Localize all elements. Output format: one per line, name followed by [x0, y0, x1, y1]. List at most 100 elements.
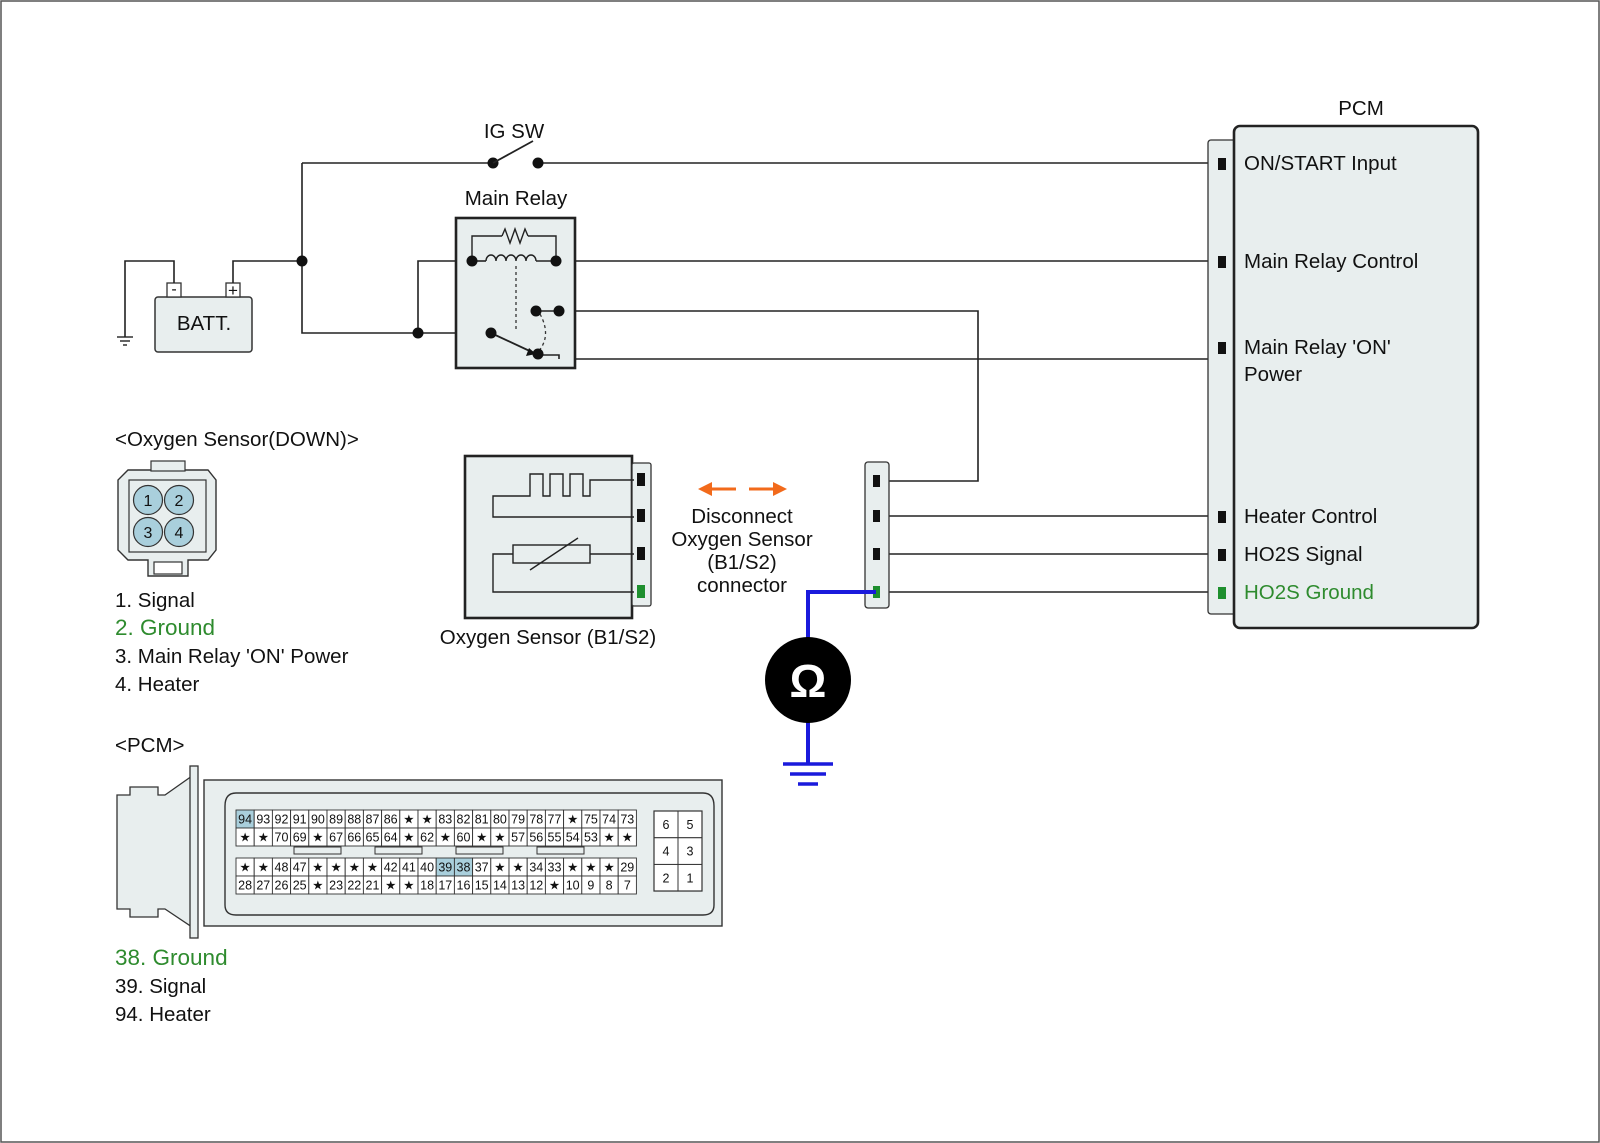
- pcm-terminal-pin[interactable]: [1218, 511, 1226, 523]
- disconnect-line: Disconnect: [691, 505, 793, 528]
- pcm-pin-number: ★: [585, 861, 596, 875]
- pcm-terminal-label: HO2S Signal: [1244, 543, 1363, 566]
- pcm-connector-view: <PCM>: [115, 734, 723, 939]
- pcm-side-pin-number: 4: [663, 845, 670, 859]
- pcm-pin-number: ★: [440, 831, 451, 845]
- pcm-pin-number: 54: [566, 831, 580, 845]
- pcm-pin-number: 93: [256, 813, 270, 827]
- ig-switch[interactable]: IG SW: [484, 120, 545, 169]
- pcm-terminal-pin[interactable]: [1218, 587, 1226, 599]
- pcm-pin-number: 80: [493, 813, 507, 827]
- legend-item: 4. Heater: [115, 673, 199, 696]
- pcm-pin-number: ★: [403, 879, 414, 893]
- oxygen-sensor-pin[interactable]: [637, 585, 645, 598]
- pcm-pin-number: 89: [329, 813, 343, 827]
- pcm-pin-number: 81: [475, 813, 489, 827]
- pcm-pin-number: ★: [421, 813, 432, 827]
- o2-pin-number: 3: [144, 525, 153, 542]
- o2-connector-title: <Oxygen Sensor(DOWN)>: [115, 428, 359, 451]
- pcm-terminal-pin[interactable]: [1218, 256, 1226, 268]
- pcm-pin-cell: [617, 875, 637, 895]
- pcm-pin-number: 82: [457, 813, 471, 827]
- pcm-terminal-pin[interactable]: [1218, 158, 1226, 170]
- pcm-pin-number: 18: [420, 879, 434, 893]
- ig-switch-label: IG SW: [484, 120, 545, 143]
- pcm-pin-number: ★: [567, 861, 578, 875]
- pcm-pin-number: 92: [275, 813, 289, 827]
- pcm-pin-number: 88: [347, 813, 361, 827]
- pcm-pin-number: 38: [457, 861, 471, 875]
- pcm-pin-number: 21: [366, 879, 380, 893]
- pcm-pin-number: 40: [420, 861, 434, 875]
- battery: BATT. - +: [154, 281, 253, 353]
- pcm-pin-number: ★: [567, 813, 578, 827]
- pcm-terminal-pin[interactable]: [1218, 342, 1226, 354]
- pcm-pin-number: 64: [384, 831, 398, 845]
- oxygen-sensor-pin[interactable]: [637, 509, 645, 522]
- pcm-pin-number: ★: [512, 861, 523, 875]
- legend-item: 2. Ground: [115, 615, 215, 640]
- pcm-pin-number: 53: [584, 831, 598, 845]
- oxygen-sensor-pin[interactable]: [637, 473, 645, 486]
- battery-label: BATT.: [177, 312, 231, 335]
- pcm-pin-number: 67: [329, 831, 343, 845]
- legend-item: 1. Signal: [115, 589, 195, 612]
- pcm-pin-number: 91: [293, 813, 307, 827]
- pcm-pin-number: 48: [275, 861, 289, 875]
- oxygen-sensor-pin[interactable]: [637, 547, 645, 560]
- pcm-pin-number: 28: [238, 879, 252, 893]
- pcm-pin-number: 22: [347, 879, 361, 893]
- harness-pin[interactable]: [873, 548, 880, 560]
- pcm-pin-number: 73: [620, 813, 634, 827]
- pcm-pin-number: 70: [275, 831, 289, 845]
- pcm-pin-number: ★: [476, 831, 487, 845]
- pcm-pin-number: 90: [311, 813, 325, 827]
- pcm-pin-number: 33: [548, 861, 562, 875]
- disconnect-line: (B1/S2): [707, 551, 777, 574]
- pcm-pin-number: 47: [293, 861, 307, 875]
- pcm-pin-number: 29: [620, 861, 634, 875]
- pcm-terminal-label: HO2S Ground: [1244, 581, 1374, 604]
- pcm-terminal-label: Heater Control: [1244, 505, 1377, 528]
- main-relay-label: Main Relay: [465, 187, 568, 210]
- pcm-pin-number: ★: [330, 861, 341, 875]
- pcm-pin-number: 66: [347, 831, 361, 845]
- pcm-pin-number: 7: [624, 879, 631, 893]
- legend-item: 94. Heater: [115, 1003, 211, 1026]
- pcm-pin-number: 65: [366, 831, 380, 845]
- pcm-terminal-pin[interactable]: [1218, 549, 1226, 561]
- pcm-pin-number: 69: [293, 831, 307, 845]
- ohmmeter: Ω: [765, 590, 876, 786]
- pcm-pin-number: 16: [457, 879, 471, 893]
- o2-pin: [163, 516, 195, 548]
- ohm-symbol: Ω: [790, 655, 827, 707]
- pcm-pin-number: 27: [256, 879, 270, 893]
- pcm-terminal-label: ON/START Input: [1244, 152, 1397, 175]
- legend-item: 39. Signal: [115, 975, 206, 998]
- pcm-pin-number: 34: [529, 861, 543, 875]
- pcm-pin-number: ★: [349, 861, 360, 875]
- harness-pin[interactable]: [873, 586, 880, 598]
- o2-pin: [132, 484, 164, 516]
- pcm-pin-number: ★: [239, 861, 250, 875]
- disconnect-line: connector: [697, 574, 787, 597]
- pcm-terminal-label: Main Relay 'ON': [1244, 336, 1391, 359]
- pcm-terminal-label: Main Relay Control: [1244, 250, 1418, 273]
- pcm-pin-number: 79: [511, 813, 525, 827]
- harness-pin[interactable]: [873, 475, 880, 487]
- harness-connector[interactable]: [864, 461, 890, 609]
- disconnect-line: Oxygen Sensor: [671, 528, 812, 551]
- pcm-side-pin-number: 2: [663, 871, 670, 885]
- pcm-pin-number: ★: [622, 831, 633, 845]
- pcm-pin-number: 62: [420, 831, 434, 845]
- harness-pin[interactable]: [873, 510, 880, 522]
- ohmmeter-icon: [765, 637, 851, 723]
- pcm-side-pin-number: 5: [687, 818, 694, 832]
- pcm-pin-number: ★: [258, 861, 269, 875]
- pcm-pin-number: 77: [548, 813, 562, 827]
